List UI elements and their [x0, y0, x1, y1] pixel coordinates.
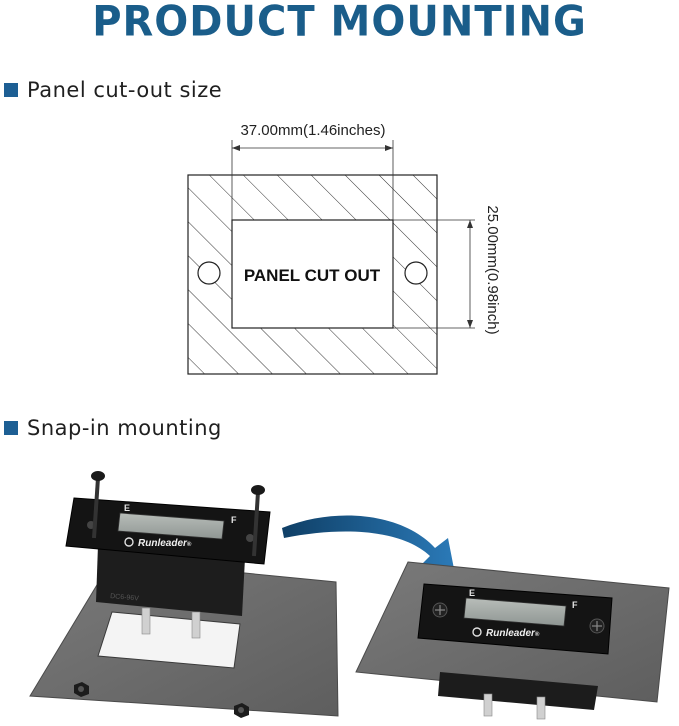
section-heading-cutout: Panel cut-out size: [4, 78, 222, 102]
mounting-hole-right: [404, 261, 428, 285]
terminal-right: [191, 611, 201, 639]
svg-text:Runleader®: Runleader®: [486, 628, 540, 639]
section-bullet-icon: [4, 83, 18, 97]
page-title: PRODUCT MOUNTING: [92, 0, 587, 47]
section-heading-snapin: Snap-in mounting: [4, 416, 222, 440]
cutout-diagram: PANEL CUT OUT 37.00mm(1.46inches) 25.00m…: [187, 122, 501, 375]
svg-text:Runleader®: Runleader®: [138, 538, 192, 549]
bezel-hole-right: [246, 534, 254, 542]
lcd-window-mounted: [463, 597, 567, 627]
mounting-hole-left: [197, 261, 221, 285]
screw-right-mounted-icon: [589, 618, 605, 634]
transition-arrow: [282, 515, 455, 574]
screw-left-mounted-icon: [432, 602, 448, 618]
left-mounting-scene: DC6-96V E F Runleader®: [29, 471, 339, 718]
width-dimension: 37.00mm(1.46inches): [231, 122, 394, 220]
scale-empty-label: E: [124, 503, 130, 513]
terminal-left-mounted: [483, 693, 493, 717]
brand-logo: Runleader®: [124, 537, 192, 549]
screw-right-icon: [251, 485, 265, 557]
scale-full-label: F: [231, 515, 237, 525]
cutout-center-label: PANEL CUT OUT: [244, 266, 381, 285]
terminal-right-mounted: [536, 696, 546, 720]
terminal-left: [141, 607, 151, 635]
height-dimension: 25.00mm(0.98inch): [393, 205, 501, 335]
device-body: [96, 545, 245, 616]
section-label: Snap-in mounting: [27, 416, 222, 440]
right-mounting-scene: E F Runleader®: [355, 561, 670, 720]
nut-right-icon: [234, 703, 249, 718]
section-bullet-icon: [4, 421, 18, 435]
device-body-mounted: [438, 672, 598, 710]
scale-empty-label-mounted: E: [469, 588, 475, 598]
section-label: Panel cut-out size: [27, 78, 223, 102]
width-dimension-label: 37.00mm(1.46inches): [240, 122, 385, 139]
height-dimension-label: 25.00mm(0.98inch): [484, 205, 501, 334]
nut-left-icon: [74, 682, 89, 697]
lcd-window: [117, 512, 225, 540]
svg-text:DC6-96V: DC6-96V: [110, 593, 140, 603]
cutout-rectangle: [231, 219, 394, 329]
brand-logo-mounted: Runleader®: [472, 627, 540, 639]
scale-full-label-mounted: F: [572, 600, 578, 610]
screw-left-icon: [91, 471, 105, 539]
